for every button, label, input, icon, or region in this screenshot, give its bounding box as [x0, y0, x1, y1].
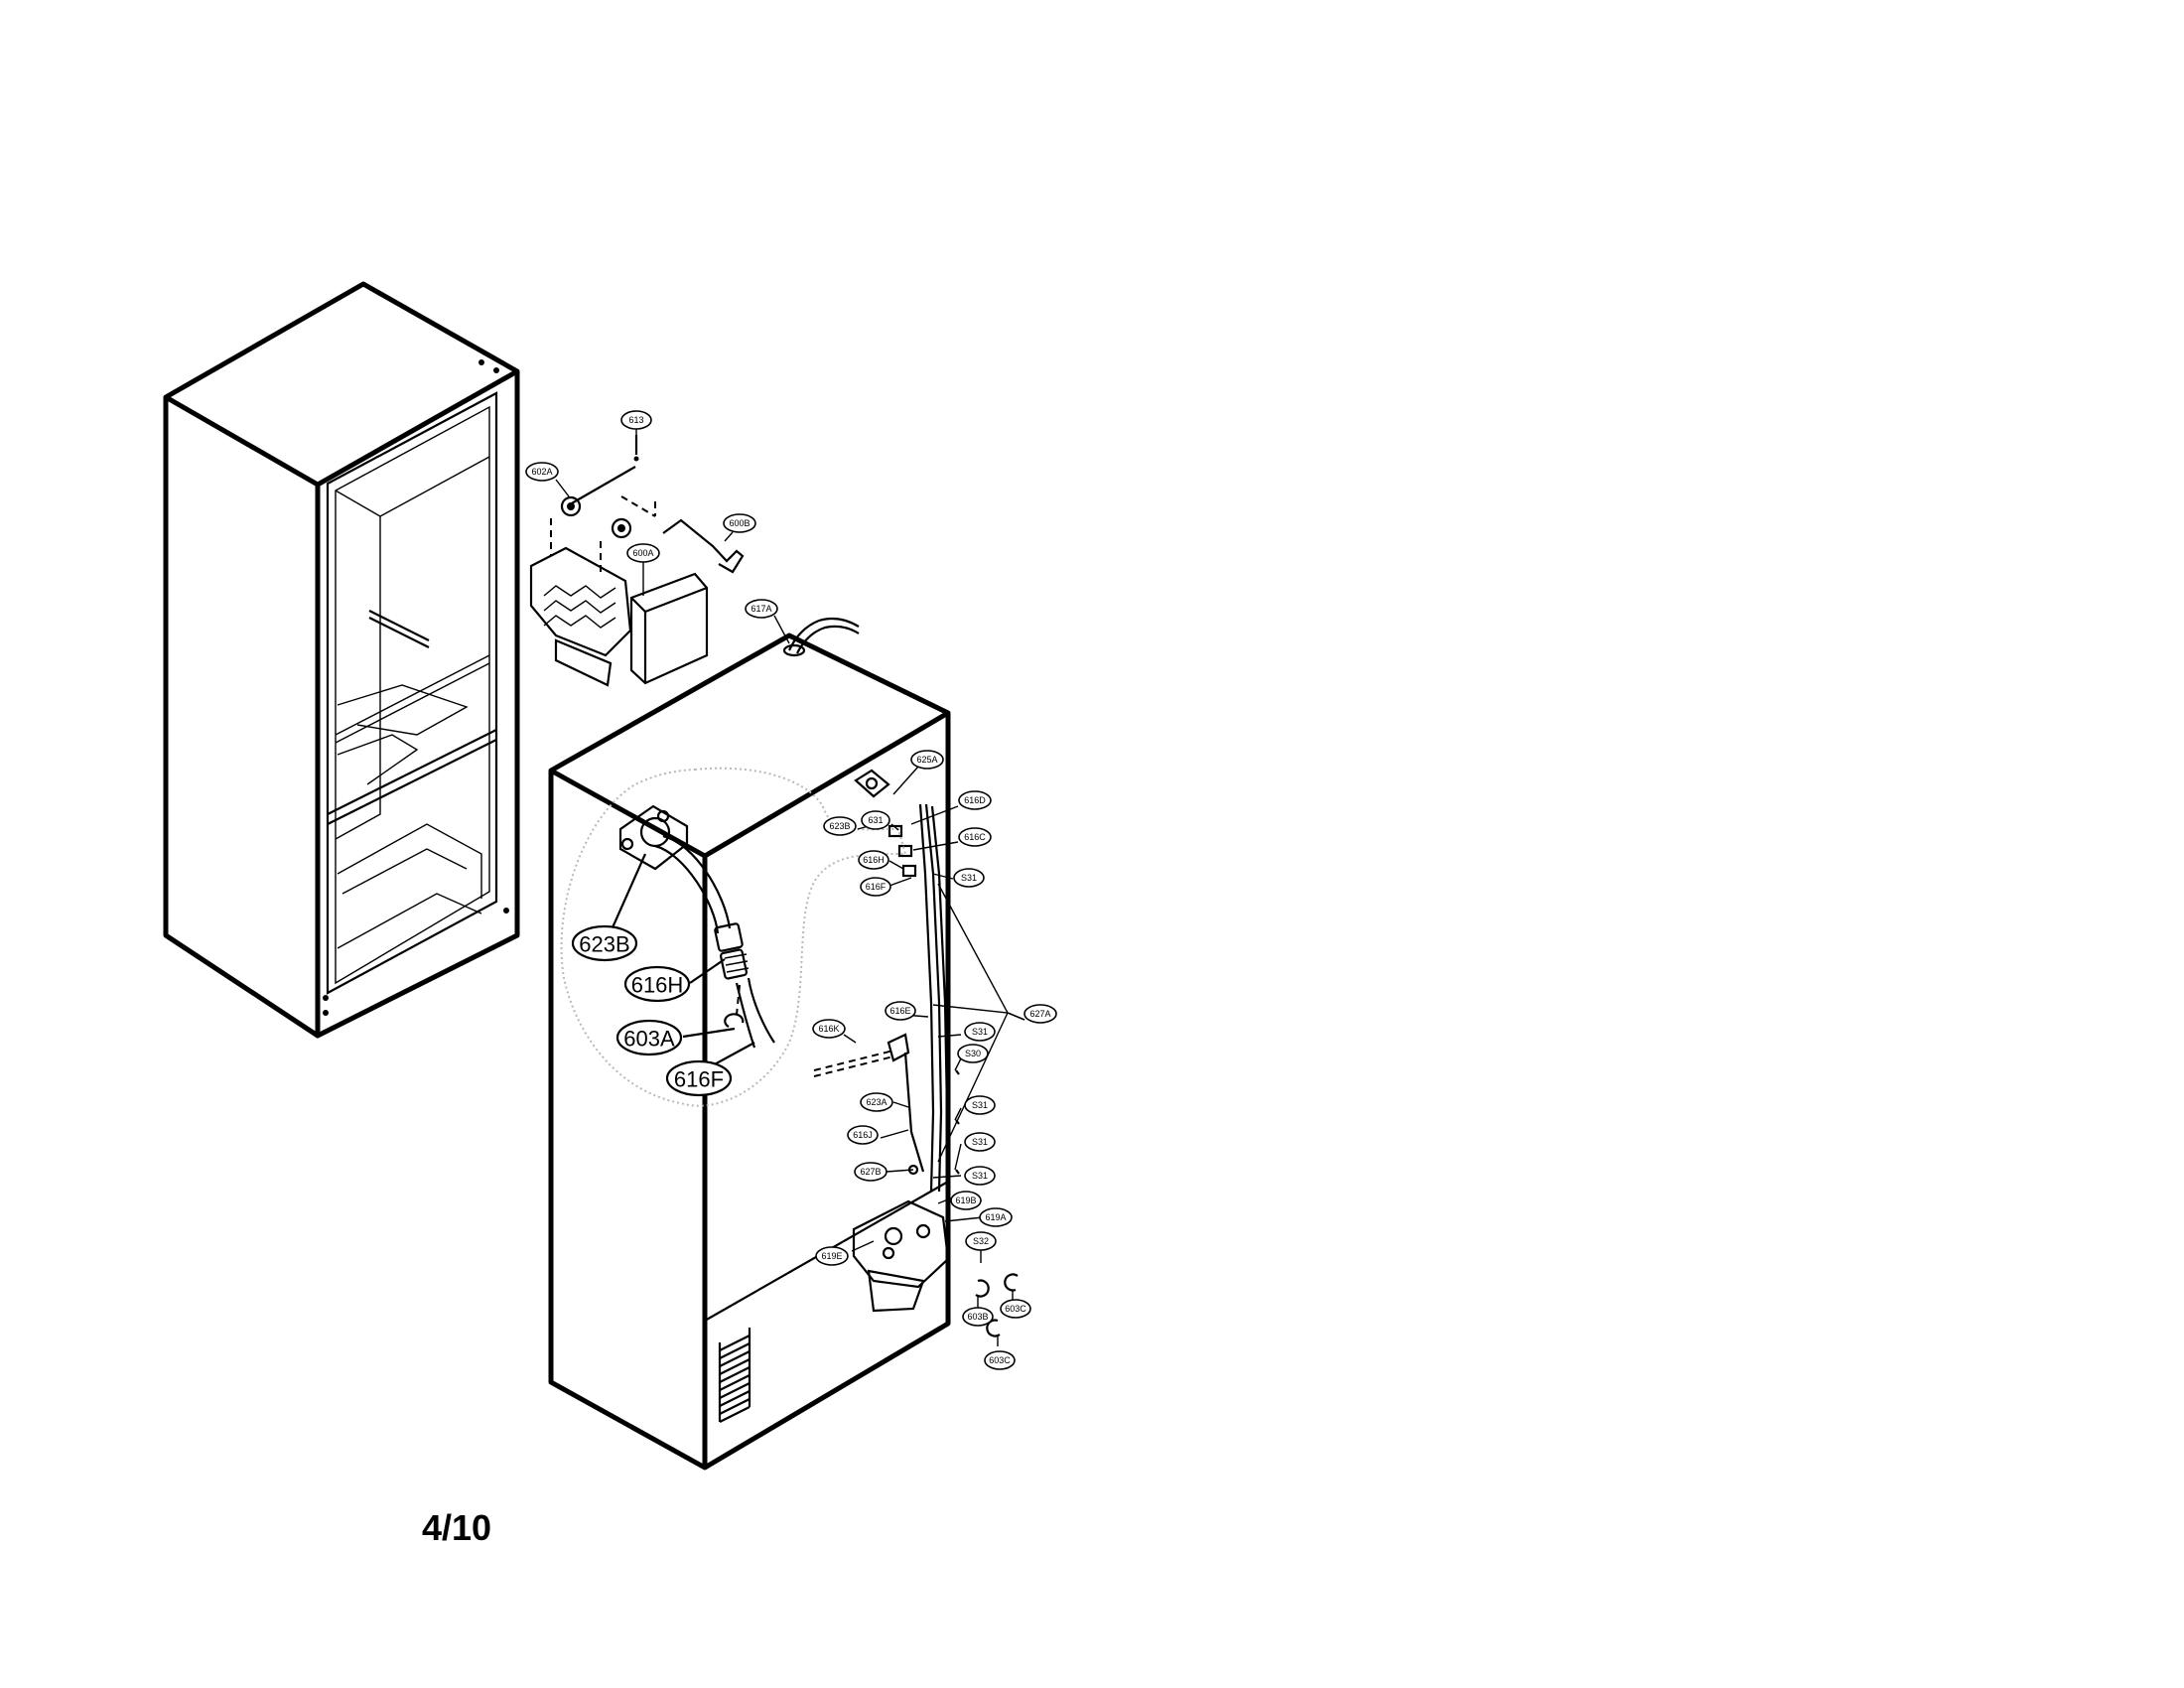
callout-603c-b: 603C — [984, 1350, 1016, 1370]
svg-text:616H: 616H — [863, 855, 885, 865]
refrigerator-cabinet-front — [163, 281, 520, 1039]
callout-616c: 616C — [958, 827, 992, 847]
icemaker-assembly — [529, 435, 745, 687]
callout-616d: 616D — [958, 790, 992, 810]
svg-text:625A: 625A — [916, 755, 937, 765]
callout-619e: 619E — [815, 1246, 849, 1266]
callout-s32: S32 — [965, 1231, 997, 1251]
callout-s31-c: S31 — [964, 1095, 996, 1115]
callout-616j: 616J — [847, 1125, 879, 1145]
callout-603c-a: 603C — [1000, 1299, 1031, 1319]
callout-616f: 616F — [860, 877, 891, 897]
callout-625a: 625A — [910, 750, 944, 770]
svg-text:616F: 616F — [674, 1067, 724, 1092]
svg-text:623B: 623B — [579, 932, 629, 957]
callout-600b: 600B — [723, 513, 756, 533]
callout-600a: 600A — [626, 543, 660, 563]
svg-text:603C: 603C — [1005, 1304, 1026, 1314]
callout-619b: 619B — [950, 1191, 982, 1210]
callout-s31-a: S31 — [953, 868, 985, 888]
svg-text:S31: S31 — [972, 1027, 988, 1037]
vent-grille — [718, 1328, 751, 1423]
detail-callout-616h: 616H — [623, 965, 691, 1003]
callout-s30: S30 — [957, 1044, 989, 1063]
svg-text:S30: S30 — [965, 1049, 981, 1058]
callout-627a: 627A — [1024, 1004, 1057, 1024]
svg-text:619B: 619B — [955, 1196, 976, 1205]
svg-text:627B: 627B — [860, 1167, 881, 1177]
callout-602a: 602A — [525, 462, 559, 482]
callout-s31-b: S31 — [964, 1022, 996, 1042]
callout-623a: 623A — [860, 1092, 893, 1112]
svg-text:616C: 616C — [964, 832, 986, 842]
svg-text:627A: 627A — [1029, 1009, 1050, 1019]
detail-callout-616f: 616F — [665, 1059, 733, 1097]
callout-s31-e: S31 — [964, 1166, 996, 1186]
callout-619a: 619A — [979, 1207, 1013, 1227]
svg-text:623A: 623A — [866, 1097, 887, 1107]
callout-627b: 627B — [854, 1162, 887, 1182]
svg-text:600B: 600B — [729, 518, 750, 528]
svg-text:613: 613 — [628, 415, 643, 425]
svg-text:631: 631 — [868, 815, 883, 825]
svg-text:S31: S31 — [972, 1171, 988, 1181]
svg-text:603A: 603A — [623, 1027, 675, 1052]
svg-text:S32: S32 — [973, 1236, 989, 1246]
page-number: 4/10 — [422, 1507, 492, 1548]
detail-callout-623b: 623B — [571, 924, 638, 962]
leader-lines — [555, 429, 1025, 1346]
svg-text:S31: S31 — [972, 1137, 988, 1147]
callout-613: 613 — [620, 410, 652, 430]
svg-text:S31: S31 — [972, 1100, 988, 1110]
svg-text:616E: 616E — [889, 1006, 910, 1016]
callout-616k: 616K — [812, 1019, 846, 1039]
svg-text:616F: 616F — [866, 882, 887, 892]
svg-text:603B: 603B — [967, 1312, 988, 1322]
callout-631: 631 — [861, 810, 890, 830]
detail-callout-603a: 603A — [615, 1019, 683, 1056]
svg-text:617A: 617A — [751, 604, 771, 614]
svg-text:600A: 600A — [632, 548, 653, 558]
svg-text:616J: 616J — [853, 1130, 873, 1140]
svg-text:619A: 619A — [985, 1212, 1006, 1222]
callout-623b: 623B — [823, 816, 857, 836]
callout-616h: 616H — [858, 850, 889, 870]
callout-617a: 617A — [745, 599, 778, 619]
svg-text:623B: 623B — [829, 821, 850, 831]
svg-text:619E: 619E — [821, 1251, 842, 1261]
callout-s31-d: S31 — [964, 1132, 996, 1152]
svg-text:602A: 602A — [531, 467, 552, 477]
svg-text:603C: 603C — [989, 1355, 1011, 1365]
callout-616e: 616E — [885, 1001, 916, 1021]
svg-text:S31: S31 — [961, 873, 977, 883]
svg-text:616K: 616K — [818, 1024, 839, 1034]
svg-text:616H: 616H — [631, 973, 684, 998]
callout-603b: 603B — [962, 1307, 994, 1327]
svg-text:616D: 616D — [964, 795, 986, 805]
